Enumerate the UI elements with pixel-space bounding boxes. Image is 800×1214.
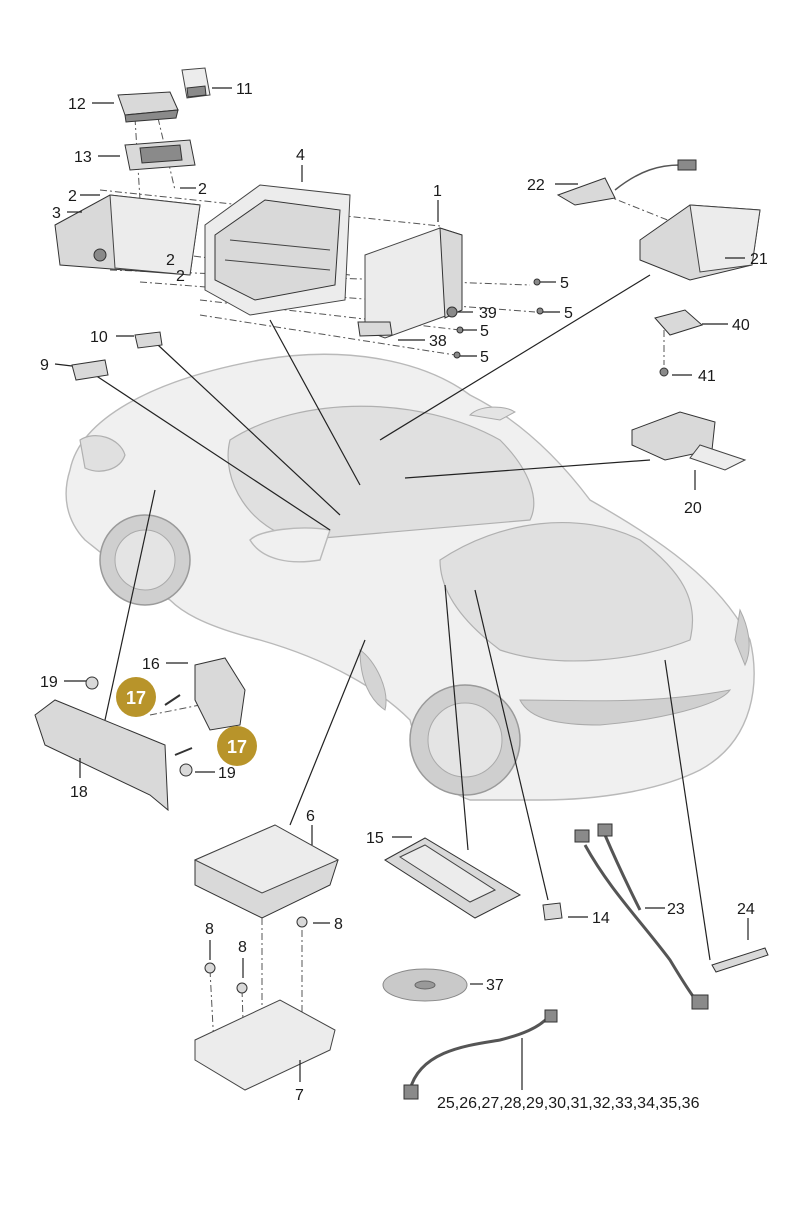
label-23: 23 [667,901,685,918]
part-7-bracket [194,999,336,1091]
label-2c: 2 [166,252,175,269]
label-39: 39 [479,305,497,322]
label-9: 9 [40,357,49,374]
part-labels: 11 12 13 4 1 2 2 3 2 2 22 21 5 5 39 5 38… [40,81,768,1112]
label-8c: 8 [238,939,247,956]
screws-17 [164,694,193,756]
label-1: 1 [433,183,442,200]
part-13-bracket [124,139,196,171]
label-5a: 5 [560,275,569,292]
part-39-knob [446,306,458,318]
part-14-connector [542,902,563,921]
label-40: 40 [732,317,750,334]
part-40-plate [654,309,703,336]
label-2b: 2 [198,181,207,198]
label-21: 21 [750,251,768,268]
part-12-module [117,91,179,123]
nuts-19 [85,676,193,777]
badge-17-lower-text: 17 [227,737,247,757]
part-22-sensor [556,159,697,206]
label-25-36: 25,26,27,28,29,30,31,32,33,34,35,36 [437,1095,700,1112]
label-2a: 2 [68,188,77,205]
badge-17-lower: 17 [217,726,257,766]
label-16: 16 [142,656,160,673]
part-18-bracket [34,699,169,812]
label-6: 6 [306,808,315,825]
part-3-radio-unit [54,194,201,276]
nuts-8 [204,916,308,994]
label-37: 37 [486,977,504,994]
label-22: 22 [527,177,545,194]
leader-lines [94,274,711,961]
label-4: 4 [296,147,305,164]
label-13: 13 [74,149,92,166]
label-5c: 5 [480,323,489,340]
car-body [65,353,755,801]
part-25-36-cable [403,1009,558,1100]
label-24: 24 [737,901,755,918]
label-3: 3 [52,205,61,222]
part-1-display [364,227,463,339]
label-11: 11 [236,81,253,98]
label-5d: 5 [480,349,489,366]
label-8a: 8 [334,916,343,933]
part-21-amplifier [639,204,761,281]
badge-17-upper: 17 [116,677,156,717]
label-12: 12 [68,96,86,113]
label-19a: 19 [40,674,58,691]
label-15: 15 [366,830,384,847]
part-9-sensor [71,359,109,381]
part-4-frame [204,184,351,316]
label-7: 7 [295,1087,304,1104]
part-10-sensor [134,331,163,349]
label-ticks [54,87,749,1090]
label-10: 10 [90,329,108,346]
label-14: 14 [592,910,610,927]
part-20-module [631,411,747,471]
label-5b: 5 [564,305,573,322]
part-11-connector [181,67,211,99]
label-20: 20 [684,500,702,517]
part-37-disc [382,968,468,1002]
part-24-antenna [711,947,769,973]
part-38-connector [357,321,393,337]
label-38: 38 [429,333,447,350]
screws-5 [453,278,544,359]
part-6-control-unit [193,824,340,919]
part-41-screw [659,367,669,377]
label-18: 18 [70,784,88,801]
label-8b: 8 [205,921,214,938]
part-23-cable [574,823,709,1010]
badge-17-upper-text: 17 [126,688,146,708]
label-2d: 2 [176,268,185,285]
part-15-tray [384,837,522,919]
label-19b: 19 [218,765,236,782]
label-41: 41 [698,368,716,385]
part-16-module [194,657,246,731]
